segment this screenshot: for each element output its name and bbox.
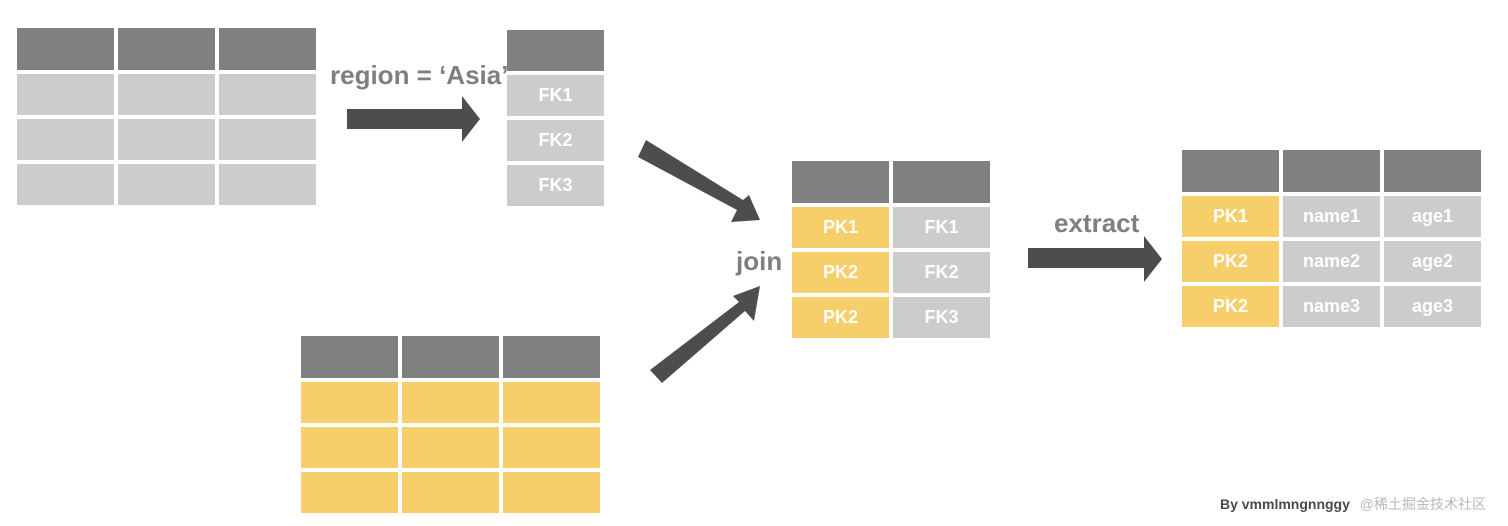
header-cell	[301, 336, 398, 378]
pk-cell: PK2	[1182, 241, 1279, 282]
source-table-gray	[17, 28, 316, 205]
header-cell	[1283, 150, 1380, 192]
table-cell	[17, 119, 114, 160]
fk-cell: FK1	[893, 207, 990, 248]
filter-label: region = ‘Asia’	[330, 60, 509, 90]
pk-cell: PK2	[792, 297, 889, 338]
table-cell	[402, 427, 499, 468]
pk-cell: PK1	[1182, 196, 1279, 237]
fk-table: FK1 FK2 FK3	[507, 30, 604, 206]
pk-cell: PK1	[792, 207, 889, 248]
join-table: PK1 FK1 PK2 FK2 PK2 FK3	[792, 161, 990, 338]
table-cell	[301, 472, 398, 513]
age-cell: age2	[1384, 241, 1481, 282]
fk-cell: FK3	[893, 297, 990, 338]
age-cell: age3	[1384, 286, 1481, 327]
table-cell	[118, 119, 215, 160]
result-table: PK1 name1 age1 PK2 name2 age2 PK2 name3 …	[1182, 150, 1481, 327]
extract-label: extract	[1054, 208, 1140, 238]
age-cell: age1	[1384, 196, 1481, 237]
fk-cell: FK2	[893, 252, 990, 293]
credit-line: By vmmlmngnnggy @稀土掘金技术社区	[1220, 494, 1486, 514]
header-cell	[219, 28, 316, 70]
fk-cell: FK2	[507, 120, 604, 161]
pk-cell: PK2	[792, 252, 889, 293]
table-cell	[219, 74, 316, 115]
table-cell	[219, 164, 316, 205]
author-credit: By vmmlmngnnggy	[1219, 496, 1350, 512]
table-cell	[219, 119, 316, 160]
name-cell: name2	[1283, 241, 1380, 282]
join-arrow-top	[638, 140, 760, 222]
header-cell	[1384, 150, 1481, 192]
header-cell	[118, 28, 215, 70]
table-cell	[503, 382, 600, 423]
table-cell	[402, 382, 499, 423]
header-cell	[17, 28, 114, 70]
filter-arrow	[347, 96, 480, 142]
table-cell	[301, 382, 398, 423]
header-cell	[792, 161, 889, 203]
table-cell	[118, 74, 215, 115]
join-arrow-bottom	[650, 286, 760, 383]
extract-arrow	[1028, 236, 1162, 282]
table-cell	[402, 472, 499, 513]
name-cell: name3	[1283, 286, 1380, 327]
header-cell	[1182, 150, 1279, 192]
source-table-yellow	[301, 336, 600, 513]
watermark: @稀土掘金技术社区	[1359, 496, 1486, 512]
table-cell	[118, 164, 215, 205]
header-cell	[503, 336, 600, 378]
table-cell	[17, 164, 114, 205]
header-cell	[507, 30, 604, 71]
join-label: join	[736, 246, 783, 276]
table-cell	[503, 472, 600, 513]
table-cell	[503, 427, 600, 468]
pk-cell: PK2	[1182, 286, 1279, 327]
name-cell: name1	[1283, 196, 1380, 237]
fk-cell: FK3	[507, 165, 604, 206]
header-cell	[402, 336, 499, 378]
fk-cell: FK1	[507, 75, 604, 116]
table-cell	[301, 427, 398, 468]
table-cell	[17, 74, 114, 115]
header-cell	[893, 161, 990, 203]
